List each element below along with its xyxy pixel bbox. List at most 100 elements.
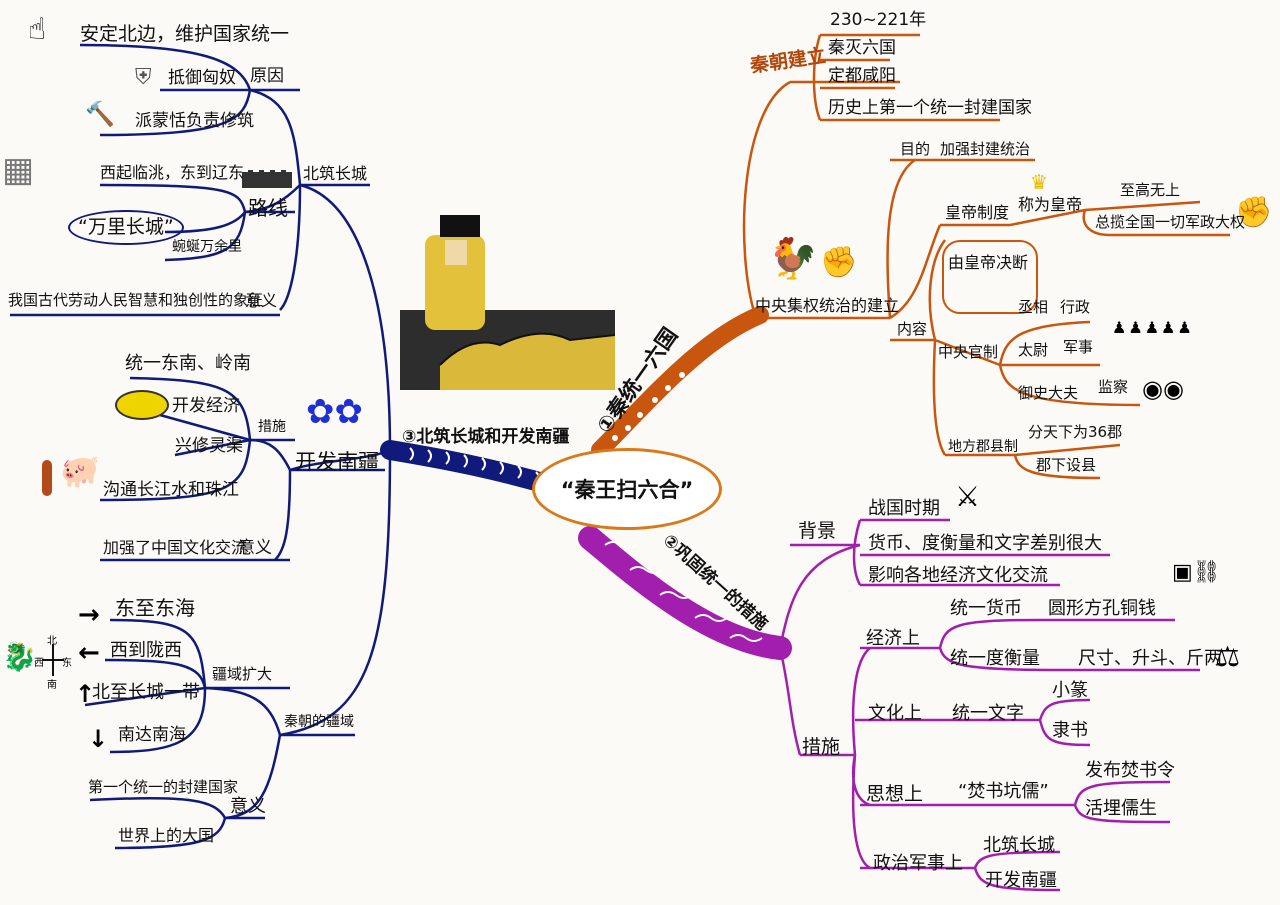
economy-label: 经济上 (866, 628, 920, 649)
founding-item: 历史上第一个统一封建国家 (828, 98, 1032, 118)
founding-item: 定都咸阳 (828, 66, 896, 86)
burn-text: “焚书坑儒” (958, 781, 1049, 802)
burn-item: 活埋儒生 (1085, 798, 1157, 819)
background-label: 背景 (798, 520, 837, 542)
route-item: 蜿蜒万余里 (172, 239, 242, 255)
burn-item: 发布焚书令 (1085, 760, 1175, 781)
units-text: 尺寸、升斗、斤两 (1078, 648, 1222, 669)
reason-item: 派蒙恬负责修筑 (135, 111, 254, 131)
central-topic: “秦王扫六合” (532, 448, 722, 530)
dir-north: 北至长城一带 (92, 682, 200, 703)
south-item: 开发经济 (172, 396, 240, 416)
dragon-icon: 🐉 (2, 640, 37, 673)
wall-label: 北筑长城 (303, 164, 368, 183)
supreme-text: 至高无上 (1120, 181, 1181, 199)
politics-label: 政治军事上 (873, 853, 963, 874)
reason-item: 抵御匈奴 (168, 68, 236, 88)
sausage-icon (42, 460, 52, 496)
wall-meaning-label: 意义 (245, 291, 278, 310)
south-meaning-label: 意义 (238, 538, 272, 558)
blue-flowers-icon: ✿✿ (306, 392, 363, 432)
reason-item: 安定北边，维护国家统一 (80, 23, 290, 45)
culture-label: 文化上 (868, 703, 922, 724)
wall-meaning-text: 我国古代劳动人民智慧和独创性的象征 (8, 291, 264, 309)
county-item: 郡下设县 (1036, 456, 1097, 474)
fist-icon: ✊ (820, 245, 858, 280)
currency-text: 统一货币 (950, 598, 1022, 619)
speech-bubble-icon (942, 240, 1038, 314)
weights-text: 统一度衡量 (950, 648, 1040, 669)
route-label: 路线 (248, 196, 288, 220)
territory-meaning-label: 意义 (230, 796, 266, 817)
south-label: 开发南疆 (295, 450, 379, 474)
shield-icon: ⛨ (135, 65, 152, 90)
emperor-title: 称为皇帝 (1018, 195, 1083, 214)
duty: 军事 (1063, 338, 1094, 356)
county-label: 地方郡县制 (948, 439, 1018, 455)
dir-west: 西到陇西 (110, 640, 182, 661)
arrow-right-icon: → (78, 600, 100, 630)
politics-item: 北筑长城 (983, 835, 1055, 856)
arrow-left-icon: ← (78, 638, 100, 668)
road-icon (242, 170, 292, 188)
arrow-down-icon: ↓ (88, 725, 109, 753)
goal-text: 加强封建统治 (940, 140, 1031, 158)
duty: 行政 (1060, 298, 1091, 316)
script-item: 小篆 (1052, 680, 1088, 701)
compass-south: 南 (47, 680, 57, 691)
hammer-icon: 🔨 (85, 100, 115, 128)
arrow-up-icon: ↑ (75, 680, 96, 708)
founding-item: 秦灭六国 (828, 38, 896, 58)
territory-meaning: 第一个统一的封建国家 (88, 778, 239, 796)
office: 太尉 (1018, 341, 1049, 359)
background-item: 影响各地经济文化交流 (868, 565, 1048, 586)
script-text: 统一文字 (952, 703, 1024, 724)
south-item: 兴修灵渠 (175, 436, 243, 456)
script-item: 隶书 (1052, 720, 1088, 741)
compass-west: 西 (34, 658, 44, 669)
officials-label: 中央官制 (938, 343, 999, 361)
central-label: 中央集权统治的建立 (755, 296, 900, 315)
compass-east: 东 (62, 658, 72, 669)
background-item: 货币、度衡量和文字差别很大 (868, 533, 1102, 554)
office: 丞相 (1018, 298, 1049, 316)
ancient-coins-icon: ▣⛓ (1172, 560, 1221, 585)
compass-icon: 北 西 东 南 (34, 632, 74, 691)
power-text: 总揽全国一切军政大权 (1095, 213, 1246, 231)
politics-item: 开发南疆 (985, 870, 1057, 891)
south-measures-label: 措施 (258, 419, 286, 435)
emperor-illustration-icon (400, 215, 616, 390)
hand-pointing-icon: ☝ (28, 12, 47, 47)
content-label: 内容 (897, 320, 928, 338)
rooster-icon: 🐓 (768, 236, 818, 282)
emperor-system: 皇帝制度 (945, 203, 1010, 222)
dir-south: 南达南海 (118, 725, 186, 745)
south-item: 统一东南、岭南 (125, 353, 251, 374)
measures-label: 措施 (802, 736, 841, 758)
pig-icon: 🐖 (60, 452, 100, 490)
gold-ingot-icon (115, 390, 169, 420)
decision-text: 由皇帝决断 (948, 253, 1029, 272)
reason-label: 原因 (250, 66, 284, 86)
fist-icon-right: ✊ (1235, 195, 1273, 230)
goal-label: 目的 (900, 140, 931, 158)
south-meaning-text: 加强了中国文化交流 (103, 538, 248, 557)
route-item: “万里长城” (68, 210, 184, 245)
office: 御史大夫 (1018, 384, 1079, 402)
coin-text: 圆形方孔铜钱 (1048, 598, 1156, 619)
thought-label: 思想上 (866, 783, 924, 805)
branch-3-label: ③北筑长城和开发南疆 (402, 427, 570, 447)
south-item: 沟通长江水和珠江 (103, 480, 239, 500)
crown-icon: ♛ (1030, 170, 1048, 194)
eyes-icon: ◉◉ (1142, 375, 1184, 403)
county-item: 分天下为36郡 (1028, 423, 1123, 441)
expand-label: 疆域扩大 (212, 665, 273, 683)
terracotta-army-icon: ♟♟♟♟♟ (1112, 318, 1194, 337)
dir-east: 东至东海 (115, 596, 195, 620)
territory-label: 秦朝的疆域 (284, 714, 354, 730)
duty: 监察 (1098, 378, 1129, 396)
great-wall-sketch-icon: ▦ (2, 150, 35, 190)
swords-icon: ⚔ (955, 480, 981, 513)
